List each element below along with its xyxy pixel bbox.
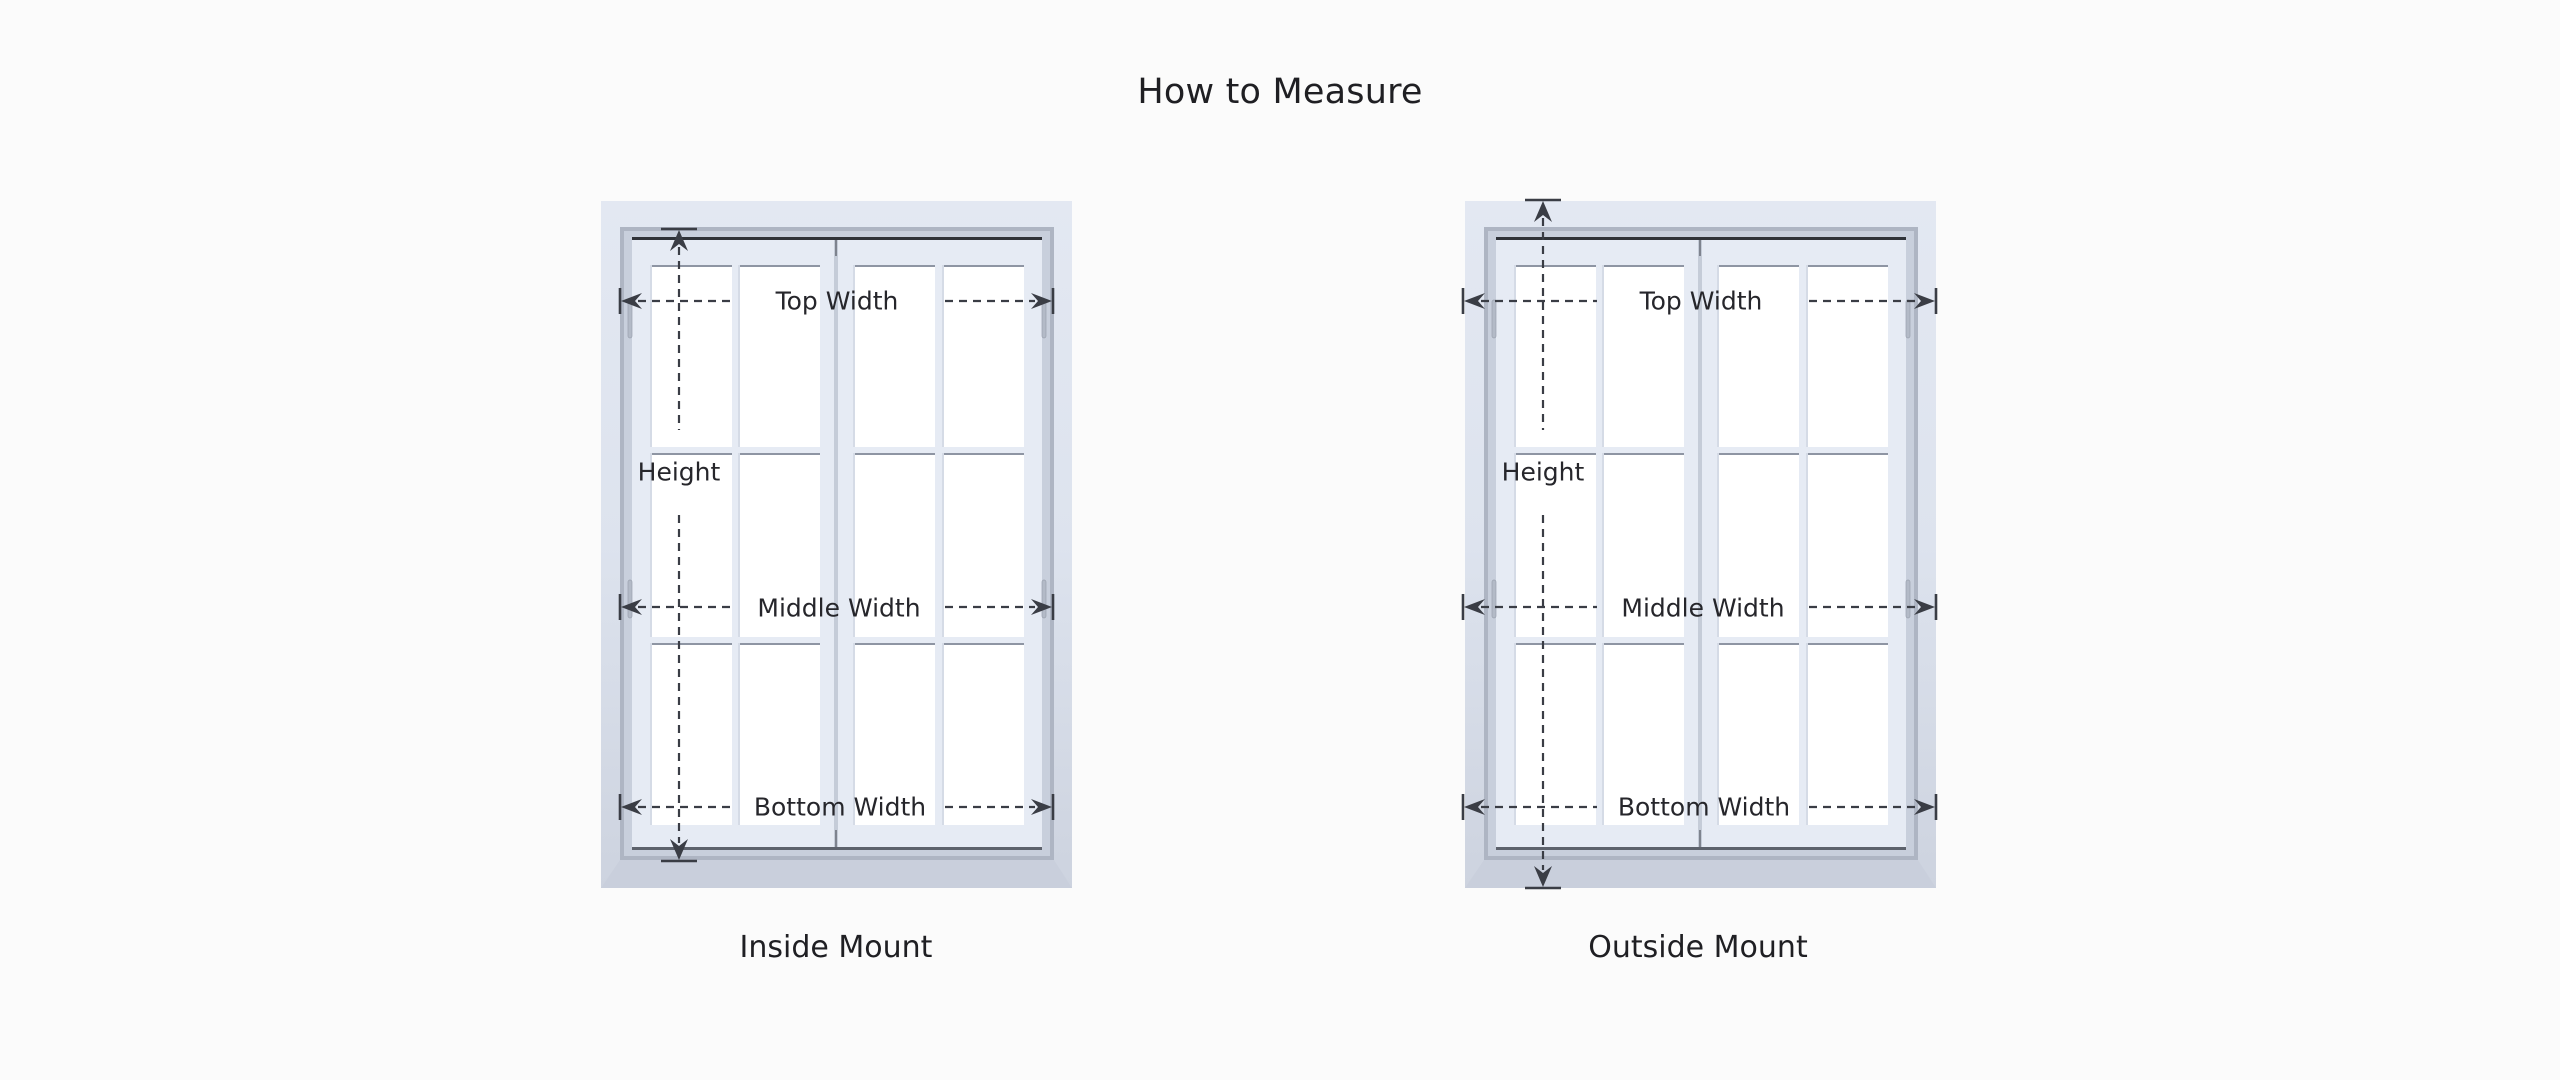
measurement-guides (1461, 198, 1938, 890)
bottom-width-guide (618, 794, 1055, 820)
arrow-right-icon (1031, 599, 1052, 615)
arrow-right-icon (1914, 293, 1935, 309)
glass-pane (942, 643, 1024, 825)
top-width-label: Top Width (1639, 286, 1763, 316)
arrow-down-icon (670, 839, 688, 860)
glass-pane (1602, 265, 1684, 447)
arrow-right-icon (1031, 293, 1052, 309)
sash-top-line (1496, 237, 1906, 240)
inside-mount-diagram: Top Width Height Middle Width Bottom Wid… (590, 190, 1090, 900)
window-illustration (1465, 201, 1936, 888)
arrow-left-icon (1464, 799, 1485, 815)
middle-width-label: Middle Width (1621, 593, 1785, 623)
arrow-up-icon (1534, 201, 1552, 222)
sash-top-line (632, 237, 1042, 240)
page-title: How to Measure (1137, 72, 1423, 112)
arrow-right-icon (1031, 799, 1052, 815)
frame-sill-bevel (601, 860, 1072, 888)
glass-pane (1717, 453, 1799, 637)
glass-pane (1717, 643, 1799, 825)
middle-width-label: Middle Width (757, 593, 921, 623)
inside-mount-caption: Inside Mount (739, 930, 933, 965)
arrow-right-icon (1914, 799, 1935, 815)
glass-pane (738, 265, 820, 447)
outside-mount-caption: Outside Mount (1588, 930, 1808, 965)
bottom-width-label: Bottom Width (1617, 792, 1791, 822)
hinge-icon (1491, 579, 1497, 619)
top-width-guide (1461, 288, 1938, 314)
middle-width-guide (1461, 594, 1938, 620)
meeting-stile (834, 240, 838, 847)
glass-pane (1806, 265, 1888, 447)
glass-pane (853, 453, 935, 637)
arrow-up-icon (670, 230, 688, 251)
sash-bottom-line (1496, 847, 1906, 850)
top-width-guide (618, 288, 1055, 314)
hinge-icon (1905, 579, 1911, 619)
glass-pane (853, 265, 935, 447)
bottom-width-label: Bottom Width (753, 792, 927, 822)
glass-pane (738, 453, 820, 637)
arrow-left-icon (621, 799, 642, 815)
glass-pane (1602, 453, 1684, 637)
glass-pane (1514, 265, 1596, 447)
arrow-left-icon (621, 293, 642, 309)
glass-pane (1717, 265, 1799, 447)
outside-mount-diagram: Top Width Height Middle Width Bottom Wid… (1454, 190, 1954, 900)
arrow-left-icon (621, 599, 642, 615)
arrow-left-icon (1464, 293, 1485, 309)
meeting-stile (1698, 240, 1702, 847)
window-illustration (601, 201, 1072, 888)
height-guide (1525, 198, 1561, 890)
glass-pane (650, 453, 732, 637)
height-label: Height (1501, 457, 1585, 487)
bottom-width-guide (1461, 794, 1938, 820)
height-guide (661, 227, 697, 863)
glass-pane (1514, 643, 1596, 825)
frame-sill-bevel (1465, 860, 1936, 888)
measurement-guides (618, 227, 1055, 863)
glass-pane (853, 643, 935, 825)
glass-pane (650, 643, 732, 825)
sash-bottom-line (632, 847, 1042, 850)
glass-pane (942, 265, 1024, 447)
top-width-label: Top Width (775, 286, 899, 316)
glass-pane (1806, 643, 1888, 825)
arrow-left-icon (1464, 599, 1485, 615)
height-label: Height (637, 457, 721, 487)
glass-pane (1806, 453, 1888, 637)
glass-pane (942, 453, 1024, 637)
arrow-down-icon (1534, 866, 1552, 887)
middle-width-guide (618, 594, 1055, 620)
glass-pane (1602, 643, 1684, 825)
hinge-icon (1491, 299, 1497, 339)
glass-pane (650, 265, 732, 447)
arrow-right-icon (1914, 599, 1935, 615)
glass-pane (738, 643, 820, 825)
